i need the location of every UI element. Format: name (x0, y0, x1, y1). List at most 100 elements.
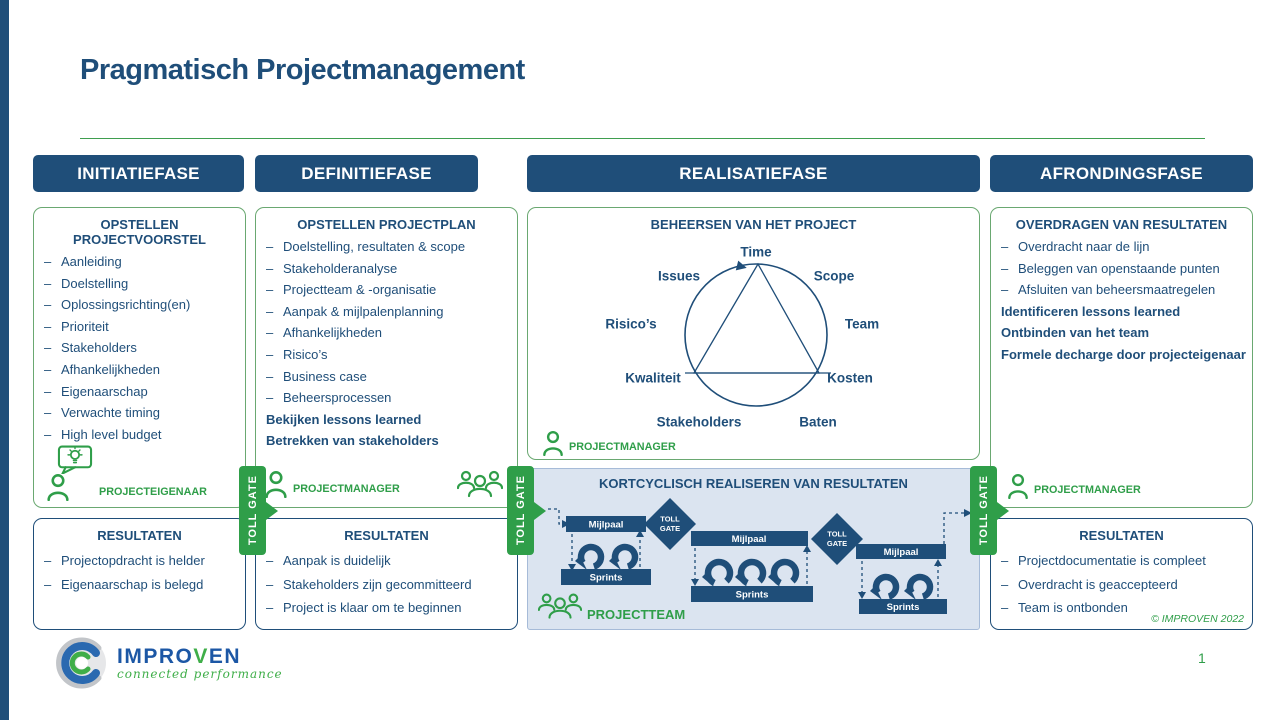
group-icon (538, 593, 582, 619)
bullet-text: Doelstelling (61, 275, 129, 291)
milestone-label: Mijlpaal (884, 547, 919, 558)
bullet-text: Afhankelijkheden (61, 361, 161, 377)
bullet-item: –Overdracht naar de lijn (1001, 236, 1248, 258)
role-projectmanager: PROJECTMANAGER (542, 430, 676, 456)
bullet-dash: – (44, 361, 52, 377)
note-text: Ontbinden van het team (1001, 325, 1150, 341)
bullet-dash: – (1001, 600, 1009, 615)
milestone-bar (856, 544, 946, 559)
bullet-item: –Oplossingsrichting(en) (44, 294, 241, 316)
tollgate-3: TOLL GATE (970, 466, 1009, 555)
bullet-dash: – (266, 553, 274, 568)
milestone-label: Mijlpaal (589, 520, 624, 531)
box-resultaten-initiatiefase: RESULTATEN –Projectopdracht is helder –E… (33, 518, 246, 630)
bullet-item: –Aanpak & mijlpalenplanning (266, 301, 513, 323)
bullet-text: Aanpak is duidelijk (283, 553, 391, 568)
role-label: PROJECTMANAGER (1034, 484, 1141, 496)
bullet-dash: – (44, 275, 52, 291)
bullet-dash: – (44, 405, 52, 421)
note-text: Identificeren lessons learned (1001, 303, 1181, 319)
role-projectmanager: PROJECTMANAGER (1007, 473, 1141, 499)
diagram-label-kosten: Kosten (827, 370, 873, 386)
sprint-loop-icon (609, 543, 639, 571)
bullet-text: Risico’s (283, 346, 328, 362)
bullet-item: –Afhankelijkheden (266, 322, 513, 344)
bullet-dash: – (44, 340, 52, 356)
diagram-label-risicos: Risico’s (605, 316, 657, 332)
box-resultaten-definitiefase: RESULTATEN –Aanpak is duidelijk –Stakeho… (255, 518, 518, 630)
copyright-note: © IMPROVEN 2022 (1151, 613, 1244, 625)
box-overdragen-van-resultaten: OVERDRAGEN VAN RESULTATEN –Overdracht na… (990, 207, 1253, 508)
person-icon (47, 474, 69, 501)
bullet-dash: – (44, 426, 52, 442)
tollgate-diamond-label: GATE (660, 524, 680, 533)
bullet-list: –Aanleiding –Doelstelling –Oplossingsric… (34, 249, 245, 445)
box-beheersen-van-het-project: BEHEERSEN VAN HET PROJECT Time Issues Sc… (527, 207, 980, 460)
bullet-item: –Verwachte timing (44, 402, 241, 424)
bullet-item: –Projectteam & -organisatie (266, 279, 513, 301)
bullet-list: –Projectopdracht is helder –Eigenaarscha… (34, 545, 245, 596)
bullet-dash: – (266, 239, 274, 254)
bullet-dash: – (266, 303, 274, 319)
bullet-text: Projectopdracht is helder (61, 553, 205, 568)
bullet-item: –Doelstelling, resultaten & scope (266, 236, 513, 258)
title-divider (80, 138, 1205, 139)
box-title: OPSTELLEN PROJECTVOORSTEL (73, 217, 206, 247)
bullet-text: Doelstelling, resultaten & scope (283, 239, 466, 254)
sprints-label: Sprints (887, 602, 920, 613)
diagram-label-issues: Issues (657, 268, 701, 284)
logo-text: IMPROVEN connected performance (117, 645, 283, 681)
bullet-item: –Team is ontbonden (1001, 596, 1248, 620)
tollgate-diamond (811, 513, 863, 565)
panel-kortcyclisch: KORTCYCLISCH REALISEREN VAN RESULTATEN M… (527, 468, 980, 630)
bullet-item: –Afhankelijkheden (44, 359, 241, 381)
bullet-item: –Aanpak is duidelijk (266, 549, 513, 573)
milestone-bar (691, 531, 808, 546)
bullet-item: –Overdracht is geaccepteerd (1001, 573, 1248, 597)
role-label: PROJECTEIGENAAR (99, 486, 207, 498)
bullet-dash: – (266, 346, 274, 362)
logo-name: IMPROVEN (117, 645, 283, 669)
phase-header-definitiefase: DEFINITIEFASE (255, 155, 478, 192)
tollgate-diamond-label: TOLL (827, 530, 847, 539)
bullet-item: –Eigenaarschap is belegd (44, 573, 241, 597)
box-title: OPSTELLEN PROJECTPLAN (297, 217, 476, 232)
logo-tagline: connected performance (117, 667, 283, 681)
diagram-label-time: Time (740, 244, 772, 260)
sprint-loop-icon (870, 573, 900, 601)
dashed-connector (548, 508, 562, 525)
bullet-dash: – (1001, 239, 1009, 254)
bullet-dash: – (266, 576, 274, 592)
bullet-list: –Projectdocumentatie is compleet –Overdr… (991, 545, 1252, 620)
bullet-item: –Projectdocumentatie is compleet (1001, 549, 1248, 573)
sprints-bar (859, 599, 947, 614)
bullet-text: Stakeholders zijn gecommitteerd (283, 576, 472, 592)
bullet-text: Project is klaar om te beginnen (283, 600, 462, 615)
page-number: 1 (1198, 650, 1206, 666)
arrowhead-icon (636, 530, 644, 537)
tollgate-arrow-icon (534, 501, 546, 520)
dashed-connector (943, 512, 964, 544)
bullet-dash: – (266, 390, 274, 406)
diagram-label-kwaliteit: Kwaliteit (625, 370, 681, 386)
tollgate-label: TOLL GATE (514, 475, 527, 546)
logo-name-mid: V (193, 645, 209, 668)
sprints-label: Sprints (736, 590, 769, 601)
bullet-text: Beheersprocessen (283, 390, 392, 406)
tollgate-arrow-icon (266, 501, 278, 520)
triangle-circle-diagram (684, 260, 831, 407)
tollgate-diamond-label: GATE (827, 539, 847, 548)
bullet-text: High level budget (61, 426, 162, 442)
arrowhead-icon (964, 509, 972, 517)
bullet-dash: – (1001, 576, 1009, 592)
role-projectteam: PROJECTTEAM (538, 591, 685, 625)
box-title: RESULTATEN (97, 528, 182, 543)
tollgate-1: TOLL GATE (239, 466, 278, 555)
bullet-text: Stakeholderanalyse (283, 260, 398, 276)
phase-header-afrondingsfase: AFRONDINGSFASE (990, 155, 1253, 192)
diagram-label-scope: Scope (813, 268, 855, 284)
bullet-dash: – (44, 297, 52, 313)
bullet-list: –Doelstelling, resultaten & scope –Stake… (256, 234, 517, 452)
bullet-text: Eigenaarschap is belegd (61, 576, 204, 592)
